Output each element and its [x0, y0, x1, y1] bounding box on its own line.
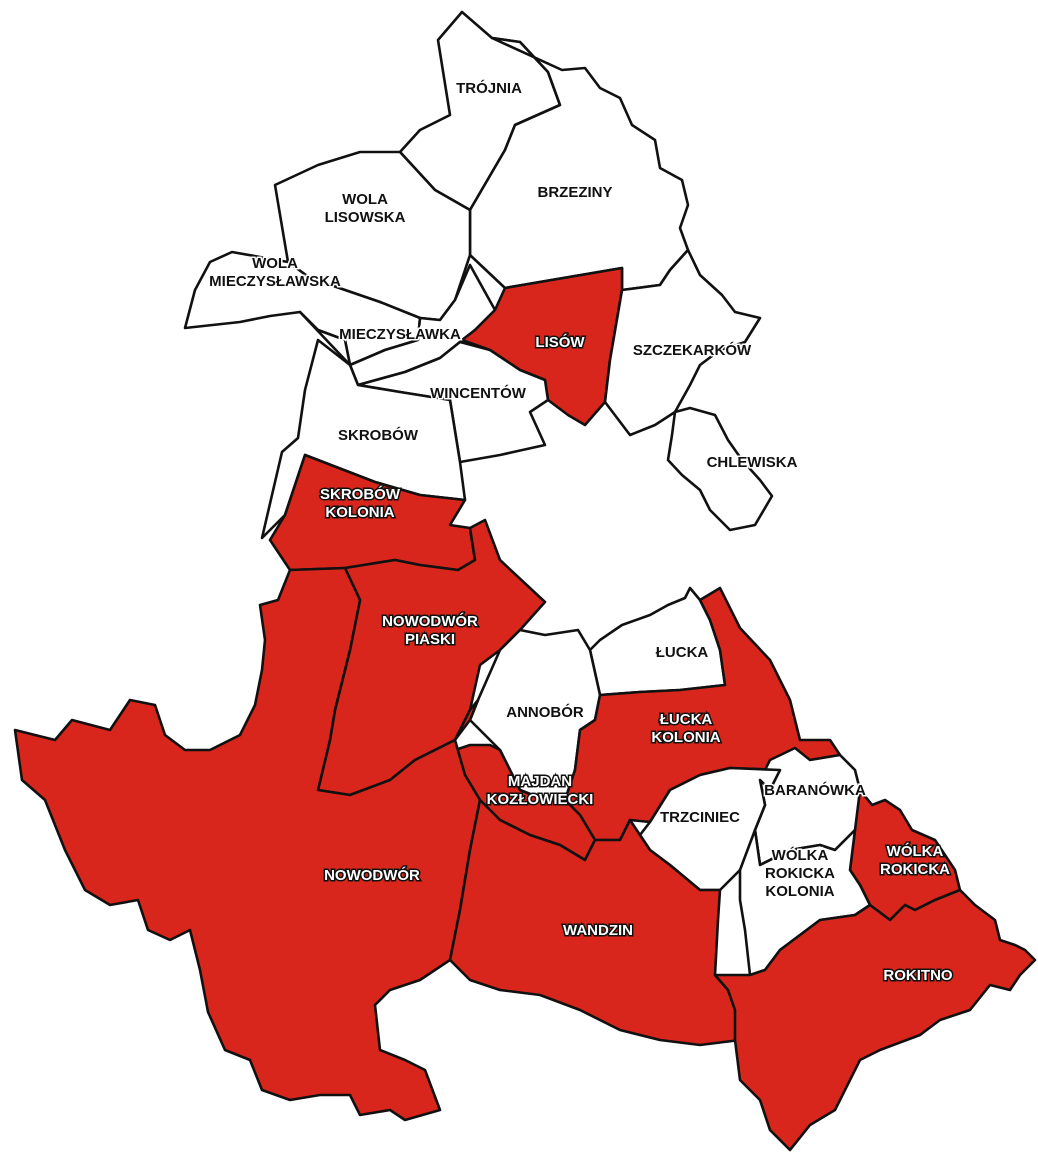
- label-wolka-rokicka-kolonia-line: WÓLKA: [772, 846, 829, 864]
- label-lucka-line: ŁUCKA: [656, 644, 709, 661]
- label-nowodwor: NOWODWÓR: [324, 866, 420, 884]
- label-majdan-kozlowiecki-line: MAJDAN: [508, 773, 572, 790]
- label-lisow: LISÓW: [535, 333, 585, 351]
- label-nowodwor-piaski-line: PIASKI: [405, 631, 455, 648]
- label-wolka-rokicka-line: ROKICKA: [880, 861, 950, 878]
- label-trzciniec: TRZCINIEC: [660, 809, 740, 826]
- label-wolka-rokicka-line: WÓLKA: [887, 842, 944, 860]
- label-rokitno-line: ROKITNO: [883, 967, 952, 984]
- label-wolka-rokicka-kolonia-line: KOLONIA: [765, 883, 834, 900]
- label-mieczyslawka-line: MIECZYSŁAWKA: [339, 326, 461, 343]
- regions-layer: [13, 10, 1037, 1152]
- label-trojnia-line: TRÓJNIA: [456, 79, 522, 97]
- label-wincentow: WINCENTÓW: [430, 384, 527, 402]
- label-szczekarkow-line: SZCZEKARKÓW: [633, 341, 752, 359]
- label-lucka-kolonia-line: KOLONIA: [651, 729, 720, 746]
- label-wolka-rokicka-kolonia-line: ROKICKA: [765, 865, 835, 882]
- label-wola-lisowska-line: LISOWSKA: [325, 209, 406, 226]
- region-wandzin[interactable]: [448, 798, 742, 1047]
- label-brzeziny-line: BRZEZINY: [538, 184, 613, 201]
- label-lisow-line: LISÓW: [535, 333, 585, 351]
- region-nowodwor[interactable]: [13, 566, 482, 1122]
- label-nowodwor-line: NOWODWÓR: [324, 866, 420, 884]
- label-chlewiska-line: CHLEWISKA: [707, 454, 798, 471]
- region-chlewiska[interactable]: [666, 406, 774, 532]
- region-rokitno[interactable]: [713, 888, 1037, 1152]
- label-wincentow-line: WINCENTÓW: [430, 384, 527, 402]
- label-lucka-kolonia-line: ŁUCKA: [660, 711, 713, 728]
- label-wandzin: WANDZIN: [563, 922, 633, 939]
- label-majdan-kozlowiecki-line: KOZŁOWIECKI: [487, 791, 594, 808]
- label-trojnia: TRÓJNIA: [456, 79, 522, 97]
- label-annobor-line: ANNOBÓR: [506, 703, 584, 721]
- label-trzciniec-line: TRZCINIEC: [660, 809, 740, 826]
- label-wola-mieczyslawska-line: MIECZYSŁAWSKA: [209, 273, 341, 290]
- label-baranowka: BARANÓWKA: [764, 781, 866, 799]
- label-skrobow-kolonia-line: KOLONIA: [325, 504, 394, 521]
- label-brzeziny: BRZEZINY: [538, 184, 613, 201]
- label-skrobow: SKROBÓW: [338, 426, 419, 444]
- label-baranowka-line: BARANÓWKA: [764, 781, 866, 799]
- label-skrobow-line: SKROBÓW: [338, 426, 419, 444]
- label-skrobow-kolonia-line: SKROBÓW: [320, 485, 401, 503]
- label-wola-lisowska-line: WOLA: [342, 191, 388, 208]
- label-mieczyslawka: MIECZYSŁAWKA: [339, 326, 461, 343]
- label-szczekarkow: SZCZEKARKÓW: [633, 341, 752, 359]
- label-chlewiska: CHLEWISKA: [707, 454, 798, 471]
- label-wola-mieczyslawska-line: WOLA: [252, 255, 298, 272]
- label-lucka: ŁUCKA: [656, 644, 709, 661]
- label-rokitno: ROKITNO: [883, 967, 952, 984]
- label-annobor: ANNOBÓR: [506, 703, 584, 721]
- label-wandzin-line: WANDZIN: [563, 922, 633, 939]
- region-szczekarkow[interactable]: [603, 248, 762, 437]
- label-nowodwor-piaski-line: NOWODWÓR: [382, 612, 478, 630]
